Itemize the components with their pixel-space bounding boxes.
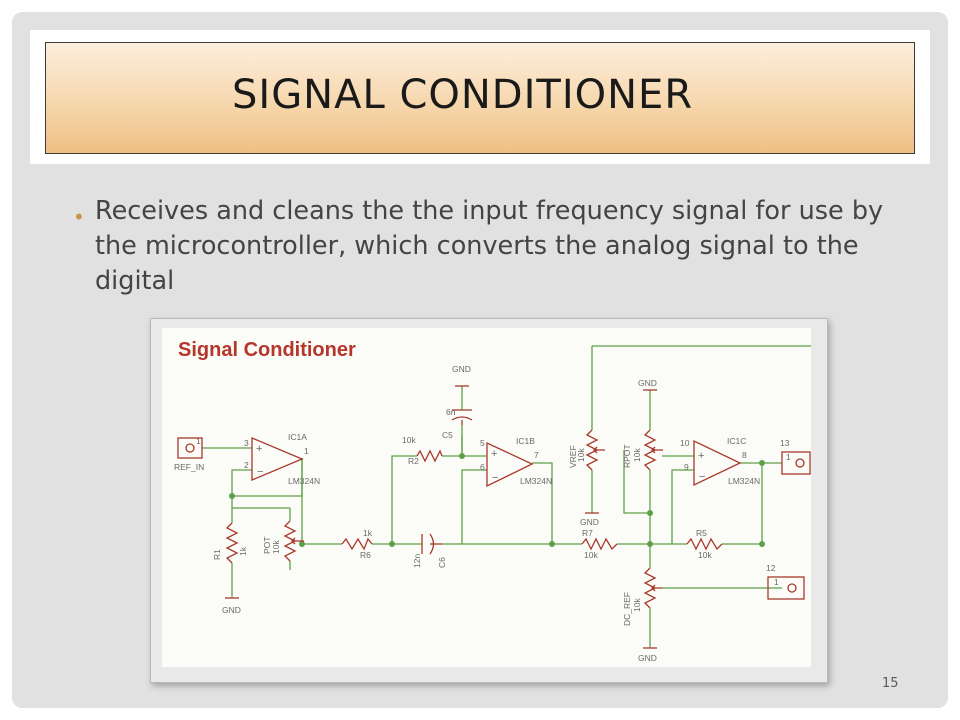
page-number: 15 xyxy=(882,676,899,691)
label-dc-ref-value: 10k xyxy=(632,598,642,612)
slide-title: SIGNAL CONDITIONER xyxy=(232,72,694,118)
svg-text:+: + xyxy=(491,448,497,460)
label-r5: R5 xyxy=(696,528,707,538)
schematic-diagram: Signal Conditioner xyxy=(174,339,811,663)
label-ref-in: REF_IN xyxy=(174,462,204,472)
label-dc-ref: DC_REF xyxy=(622,592,632,626)
label-ic1a-pin1: 1 xyxy=(304,446,309,456)
label-r1: R1 xyxy=(212,549,222,560)
label-c6-value: 12n xyxy=(412,554,422,568)
label-r7: R7 xyxy=(582,528,593,538)
label-vref: VREF xyxy=(568,445,578,468)
label-ic1a-part: LM324N xyxy=(288,476,320,486)
svg-text:+: + xyxy=(698,450,704,462)
wires xyxy=(202,345,811,648)
schematic-heading: Signal Conditioner xyxy=(178,339,356,361)
label-jack12: 12 xyxy=(766,563,776,573)
label-vref-value: 10k xyxy=(576,448,586,462)
label-gnd-dc: GND xyxy=(638,653,657,663)
label-rpot: RPOT xyxy=(622,444,632,468)
schematic-image: Signal Conditioner xyxy=(162,328,811,667)
label-ic1b-pin6: 6 xyxy=(480,462,485,472)
label-r7-value: 10k xyxy=(584,550,598,560)
label-gnd-vref: GND xyxy=(580,517,599,527)
label-c5: C5 xyxy=(442,430,453,440)
label-ic1a-pin2: 2 xyxy=(244,460,249,470)
label-jack12-pin: 1 xyxy=(774,577,779,587)
components xyxy=(177,385,811,649)
label-ic1c-pin9: 9 xyxy=(684,462,689,472)
schematic-labels: REF_IN 1 IC1A 3 2 1 LM324N R1 1k POT 10k… xyxy=(174,364,791,663)
label-r6-value: 1k xyxy=(363,528,373,538)
label-pot-value: 10k xyxy=(271,540,281,554)
label-ic1a: IC1A xyxy=(288,432,307,442)
label-pot: POT xyxy=(262,537,272,554)
label-ic1c-part: LM324N xyxy=(728,476,760,486)
svg-text:−: − xyxy=(257,466,263,478)
label-c6: C6 xyxy=(437,557,447,568)
opamp-symbols: + − + − + − xyxy=(256,443,705,484)
junction-dots xyxy=(229,453,765,547)
svg-text:+: + xyxy=(256,443,262,455)
label-r5-value: 10k xyxy=(698,550,712,560)
label-ic1b-part: LM324N xyxy=(520,476,552,486)
label-r2: R2 xyxy=(408,456,419,466)
bullet-text: Receives and cleans the the input freque… xyxy=(95,196,884,296)
label-ic1a-pin3: 3 xyxy=(244,438,249,448)
label-r2-value: 10k xyxy=(402,435,416,445)
svg-text:−: − xyxy=(492,472,498,484)
label-ic1b: IC1B xyxy=(516,436,535,446)
label-ic1c-pin8: 8 xyxy=(742,450,747,460)
label-jack13: 13 xyxy=(780,438,790,448)
label-ic1b-pin7: 7 xyxy=(534,450,539,460)
label-gnd-top: GND xyxy=(452,364,471,374)
label-r1-value: 1k xyxy=(238,546,248,556)
label-r6: R6 xyxy=(360,550,371,560)
title-box xyxy=(45,42,915,154)
bullet-marker: • xyxy=(73,205,85,229)
label-rpot-value: 10k xyxy=(632,448,642,462)
label-ic1c-pin10: 10 xyxy=(680,438,690,448)
label-ic1b-pin5: 5 xyxy=(480,438,485,448)
label-gnd-a: GND xyxy=(222,605,241,615)
svg-text:−: − xyxy=(699,471,705,483)
label-jack13-pin: 1 xyxy=(786,452,791,462)
label-c5-value: 6n xyxy=(446,407,456,417)
label-jack-pin: 1 xyxy=(196,436,201,446)
label-ic1c: IC1C xyxy=(727,436,746,446)
label-gnd-rpot: GND xyxy=(638,378,657,388)
